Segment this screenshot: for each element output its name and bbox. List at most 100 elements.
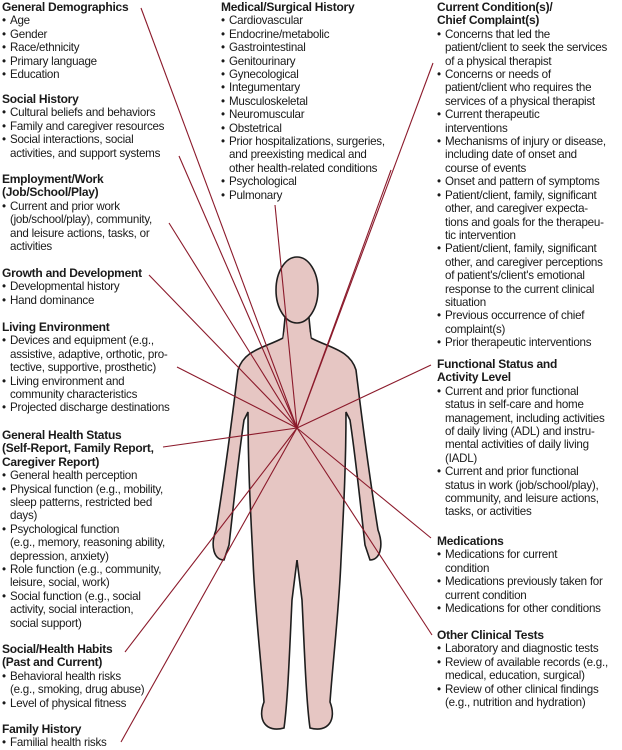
list-item-text: Patient/client, family, significant xyxy=(445,242,597,256)
list-item: Prior hospitalizations, surgeries,and pr… xyxy=(221,135,385,175)
section-title: Medical/Surgical History xyxy=(221,0,385,14)
list-item-text: (IADL) xyxy=(445,451,477,465)
section-title: Living Environment xyxy=(2,320,170,334)
list-item-text: Endocrine/metabolic xyxy=(229,27,330,41)
list-item-text: Gastrointestinal xyxy=(229,41,306,55)
list-item: Projected discharge destinations xyxy=(2,401,170,414)
list-item-text: Prior hospitalizations, surgeries, xyxy=(229,135,385,149)
bullet-list: Familial health risks xyxy=(2,736,107,749)
connector-line-medical-surgical-history xyxy=(274,204,298,429)
right-section: MedicationsMedications for currentcondit… xyxy=(437,534,603,615)
list-item-text: Psychological function xyxy=(10,522,120,536)
list-item-text: Current and prior functional xyxy=(445,465,579,479)
list-item-text: Cultural beliefs and behaviors xyxy=(10,106,156,120)
list-item: Familial health risks xyxy=(2,736,107,749)
section-title: Family History xyxy=(2,722,107,736)
list-item-text: community, and leisure actions, xyxy=(445,492,599,506)
list-item-text: complaint(s) xyxy=(445,322,506,336)
list-item-text: Concerns or needs of xyxy=(445,68,551,82)
list-item-text: other, and caregiver perceptions xyxy=(445,255,603,269)
connector-line-general-demographics xyxy=(140,7,298,429)
list-item: Pulmonary xyxy=(221,189,385,202)
list-item: Genitourinary xyxy=(221,55,385,68)
section-title-line: (Self-Report, Family Report, xyxy=(2,441,154,456)
bullet-list: Devices and equipment (e.g.,assistive, a… xyxy=(2,334,170,414)
list-item-text: Psychological xyxy=(229,175,297,189)
connector-line-employment-work xyxy=(168,222,298,429)
list-item-text: Review of other clinical findings xyxy=(445,682,599,696)
section-title-line: Social/Health Habits xyxy=(2,642,113,656)
list-item-text: tective, supportive, prosthetic) xyxy=(10,361,157,375)
left-section: General DemographicsAgeGenderRace/ethnic… xyxy=(2,0,129,81)
head xyxy=(275,256,319,324)
connector-line-social-history xyxy=(178,155,298,429)
connector-line-other-clinical-tests xyxy=(296,427,433,636)
list-item-text: Genitourinary xyxy=(229,54,296,68)
list-item-text: (e.g., smoking, drug abuse) xyxy=(10,683,145,697)
list-item-text: Patient/client, family, significant xyxy=(445,188,597,202)
list-item: Education xyxy=(2,68,128,81)
section-title: Social History xyxy=(2,92,164,106)
list-item: Integumentary xyxy=(221,81,385,94)
right-section: Current Condition(s)/Chief Complaint(s)C… xyxy=(437,0,607,350)
list-item-text: Role function (e.g., community, xyxy=(10,563,162,577)
list-item-text: Current and prior functional xyxy=(445,384,579,398)
section-title-line: Caregiver Report) xyxy=(2,454,100,469)
list-item-text: Education xyxy=(10,68,60,82)
list-item-text: Social function (e.g., social xyxy=(10,589,141,603)
list-item: Behavioral health risks(e.g., smoking, d… xyxy=(2,669,145,697)
connector-lines xyxy=(120,7,434,743)
list-item-text: Gender xyxy=(10,27,48,41)
list-item-text: Family and caregiver resources xyxy=(10,119,165,133)
list-item-text: Musculoskeletal xyxy=(229,94,308,108)
list-item-text: Concerns that led the xyxy=(445,27,550,41)
list-item: Race/ethnicity xyxy=(2,41,128,54)
section-title-line: Social History xyxy=(2,92,79,106)
list-item: Primary language xyxy=(2,55,128,68)
list-item-text: activities, and support systems xyxy=(10,146,161,160)
list-item-text: Developmental history xyxy=(10,280,120,294)
list-item-text: Behavioral health risks xyxy=(10,669,121,683)
left-section: Family HistoryFamilial health risks xyxy=(2,722,107,750)
list-item: Prior therapeutic interventions xyxy=(437,336,607,349)
list-item-text: mental activities of daily living xyxy=(445,438,589,452)
connector-line-living-environment xyxy=(176,366,298,429)
list-item-text: Gynecological xyxy=(229,68,299,82)
list-item-text: Hand dominance xyxy=(10,293,95,307)
section-title-line: General Demographics xyxy=(2,0,129,14)
section-title: Other Clinical Tests xyxy=(437,628,608,642)
list-item: Neuromuscular xyxy=(221,108,385,121)
section-title-line: Other Clinical Tests xyxy=(437,628,544,642)
list-item: Physical function (e.g., mobility,sleep … xyxy=(2,483,165,523)
list-item-text: management, including activities xyxy=(445,411,605,425)
list-item: Review of other clinical findings(e.g., … xyxy=(437,683,608,710)
list-item: Cultural beliefs and behaviors xyxy=(2,106,164,119)
list-item-text: response to the current clinical xyxy=(445,282,595,296)
list-item-text: social support) xyxy=(10,616,82,630)
section-title-line: Medical/Surgical History xyxy=(221,0,355,14)
section-title: General Demographics xyxy=(2,0,129,14)
list-item-text: of daily living (ADL) and instru- xyxy=(445,425,595,439)
list-item-text: General health perception xyxy=(10,469,138,483)
list-item-text: patient/client who requires the xyxy=(445,81,592,95)
list-item-text: depression, anxiety) xyxy=(10,549,109,563)
list-item-text: Integumentary xyxy=(229,81,300,95)
left-section: Growth and DevelopmentDevelopmental hist… xyxy=(2,266,142,307)
list-item-text: leisure, social, work) xyxy=(10,576,110,590)
list-item-text: (e.g., nutrition and hydration) xyxy=(445,696,586,710)
list-item-text: Physical function (e.g., mobility, xyxy=(10,482,164,496)
list-item-text: Prior therapeutic interventions xyxy=(445,336,592,350)
list-item-text: including date of onset and xyxy=(445,148,577,162)
bullet-list: Current and prior work(job/school/play),… xyxy=(2,200,152,254)
list-item-text: status in self-care and home xyxy=(445,398,584,412)
list-item-text: current condition xyxy=(445,588,527,602)
section-title: Current Condition(s)/Chief Complaint(s) xyxy=(437,0,607,28)
list-item-text: activities xyxy=(10,240,52,254)
bullet-list: AgeGenderRace/ethnicityPrimary languageE… xyxy=(2,14,128,81)
list-item-text: Primary language xyxy=(10,54,97,68)
